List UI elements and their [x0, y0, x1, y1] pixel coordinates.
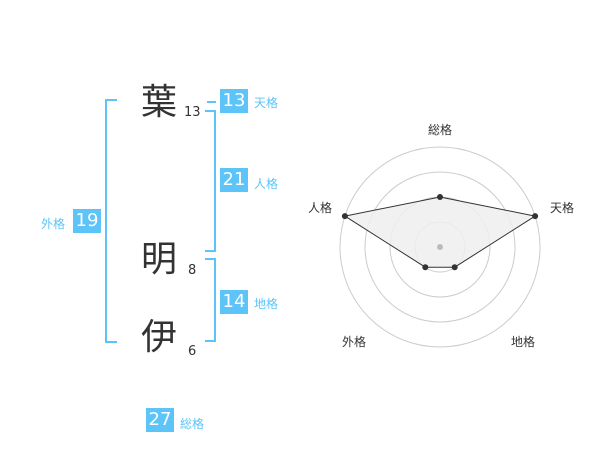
radar-axis-label-chikaku: 地格: [511, 334, 535, 349]
radar-center-dot: [437, 244, 443, 250]
radar-axis-label-soukaku: 総格: [428, 122, 452, 137]
radar-data-area: [343, 196, 537, 268]
name-char-1-strokes: 13: [184, 105, 201, 120]
name-char-3: 伊: [141, 317, 178, 358]
radar-axis-label-jinkaku: 人格: [308, 200, 332, 215]
gaikaku-value: 19: [73, 209, 101, 233]
soukaku-value: 27: [146, 408, 174, 432]
radar-point: [422, 264, 429, 271]
radar-points: [341, 194, 539, 271]
name-char-2: 明: [141, 239, 178, 280]
tenkaku-bracket: [207, 101, 216, 103]
tenkaku-value: 13: [220, 89, 248, 113]
name-char-1: 葉: [141, 82, 178, 123]
jinkaku-value: 21: [220, 168, 248, 192]
radar-point: [341, 213, 348, 220]
name-char-3-strokes: 6: [188, 344, 197, 359]
soukaku-label: 総格: [180, 417, 205, 431]
jinkaku-bracket: [205, 110, 216, 252]
name-char-2-strokes: 8: [188, 263, 197, 278]
chikaku-bracket: [205, 258, 216, 342]
gaikaku-label: 外格: [41, 217, 66, 231]
radar-point: [451, 264, 458, 271]
gaikaku-bracket: [105, 99, 117, 343]
chikaku-value: 14: [220, 290, 248, 314]
radar-point: [532, 213, 539, 220]
chikaku-label: 地格: [254, 297, 279, 311]
jinkaku-label: 人格: [254, 177, 279, 191]
radar-axis-label-gaikaku: 外格: [342, 334, 366, 349]
radar-axis-label-tenkaku: 天格: [550, 200, 574, 215]
tenkaku-label: 天格: [254, 96, 279, 110]
radar-grid-ring: [339, 146, 541, 348]
radar-point: [437, 194, 443, 200]
radar-grid-ring: [364, 171, 516, 323]
